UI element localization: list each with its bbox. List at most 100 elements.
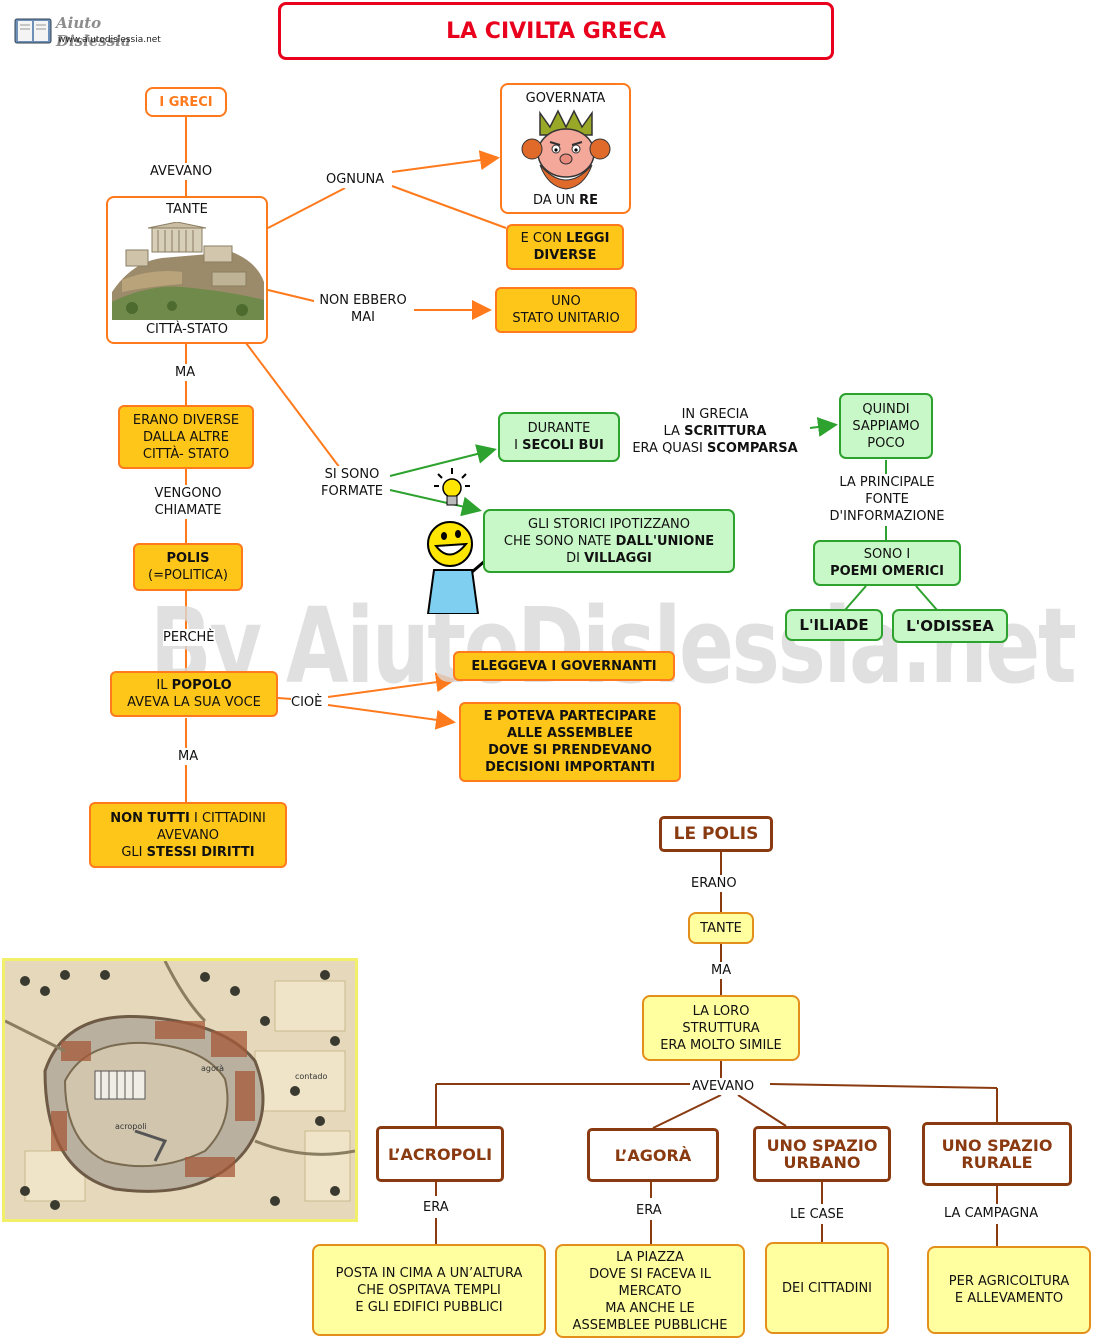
label-scrittura: IN GRECIA LA SCRITTURA ERA QUASI SCOMPAR…	[622, 406, 808, 457]
leggi-text: LEGGI	[566, 231, 610, 246]
poteva-line-2: ALLE ASSEMBLEE	[506, 726, 633, 741]
node-storici: GLI STORICI IPOTIZZANO CHE SONO NATE DAL…	[483, 509, 735, 573]
storici-line-3: DI VILLAGGI	[566, 550, 652, 567]
label-era-1: ERA	[423, 1199, 449, 1216]
label-era-2: ERA	[636, 1202, 662, 1219]
agora-desc-5: ASSEMBLEE PUBBLICHE	[572, 1317, 728, 1333]
node-le-polis: LE POLIS	[659, 816, 773, 852]
label-avevano-2: AVEVANO	[692, 1078, 755, 1095]
node-poemi-omerici: SONO I POEMI OMERICI	[813, 540, 961, 586]
node-polis: POLIS (=POLITICA)	[133, 543, 243, 591]
principale-line-1: LA PRINCIPALE	[839, 475, 935, 490]
il-text: IL	[156, 678, 172, 693]
si-sono-line: SI SONO	[324, 467, 380, 482]
scrittura-text: SCRITTURA	[684, 424, 767, 439]
da-un-text: DA UN	[532, 193, 580, 208]
label-avevano: AVEVANO	[150, 163, 213, 180]
label-cioe: CIOÈ	[291, 694, 323, 711]
node-rurale-desc: PER AGRICOLTURA E ALLEVAMENTO	[927, 1246, 1091, 1334]
stato-unitario-text: STATO UNITARIO	[512, 311, 620, 326]
principale-line-3: D'INFORMAZIONE	[829, 509, 945, 524]
sono-i-text: SONO I	[863, 547, 911, 562]
poteva-line-3: DOVE SI PRENDEVANO	[488, 743, 652, 758]
durante-text: DURANTE	[527, 421, 591, 436]
node-leggi-diverse: E CON LEGGI DIVERSE	[506, 224, 624, 270]
secoli-bui-line: I SECOLI BUI	[514, 437, 604, 454]
map-label-agora: agorà	[201, 1064, 224, 1073]
storici-2a-text: CHE SONO NATE	[503, 533, 616, 549]
polis-text: POLIS	[166, 551, 210, 566]
logo-title: Aiuto Dislessia	[56, 14, 131, 50]
label-ma-1: MA	[175, 364, 196, 381]
mai-line: MAI	[351, 310, 375, 325]
page-title: LA CIVILTA GRECA	[278, 2, 834, 60]
label-le-case: LE CASE	[790, 1206, 845, 1223]
erano-diverse-line-3: CITTÀ- STATO	[142, 446, 230, 462]
non-tutti-line-1: NON TUTTI I CITTADINI	[110, 810, 266, 827]
node-citta-stato-label: CITTÀ-STATO	[145, 322, 229, 337]
scrittura-line: LA SCRITTURA	[622, 423, 808, 440]
quindi-line-2: SAPPIAMO	[852, 418, 920, 434]
label-vengono-chiamate: VENGONO CHIAMATE	[148, 485, 228, 519]
book-icon	[14, 16, 52, 46]
gli-text: GLI	[121, 844, 147, 860]
poteva-line-4: DECISIONI IMPORTANTI	[485, 760, 655, 775]
acropoli-desc-2: CHE OSPITAVA TEMPLI	[357, 1282, 501, 1298]
agora-desc-3: MERCATO	[618, 1283, 682, 1299]
storici-line-1: GLI STORICI IPOTIZZANO	[528, 516, 690, 532]
site-logo[interactable]: Aiuto Dislessia www.aiutodislessia.net	[14, 14, 174, 50]
map-label-contado: contado	[295, 1072, 327, 1081]
node-sappiamo-poco: QUINDI SAPPIAMO POCO	[839, 393, 933, 459]
label-erano: ERANO	[691, 875, 737, 892]
node-erano-diverse: ERANO DIVERSE DALLA ALTRE CITTÀ- STATO	[118, 405, 254, 469]
node-acropoli: L’ACROPOLI	[376, 1126, 504, 1182]
storici-3a-text: DI	[566, 550, 585, 566]
urbano-line-1: UNO SPAZIO	[766, 1136, 878, 1155]
ancient-city-map: agorà acropoli contado	[2, 958, 358, 1222]
politica-text: (=POLITICA)	[148, 568, 228, 583]
diverse-text: DIVERSE	[533, 248, 597, 263]
rurale-desc-2: E ALLEVAMENTO	[954, 1291, 1064, 1306]
poteva-line-1: E POTEVA PARTECIPARE	[483, 709, 657, 724]
popolo-text: POPOLO	[171, 678, 232, 693]
node-stato-unitario: UNO STATO UNITARIO	[495, 287, 637, 333]
struttura-line-3: ERA MOLTO SIMILE	[660, 1037, 782, 1053]
node-popolo: IL POPOLO AVEVA LA SUA VOCE	[110, 671, 278, 717]
re-text: RE	[579, 193, 599, 208]
label-ma-3: MA	[711, 962, 732, 979]
storici-3b-text: VILLAGGI	[584, 550, 652, 566]
leggi-line-1: E CON LEGGI	[521, 230, 610, 247]
node-spazio-urbano: UNO SPAZIO URBANO	[753, 1126, 891, 1182]
storici-2b-text: DALL'UNIONE	[615, 533, 715, 549]
node-eleggeva: ELEGGEVA I GOVERNANTI	[453, 651, 675, 681]
scomparsa-line: ERA QUASI SCOMPARSA	[622, 440, 808, 457]
poemi-text: POEMI OMERICI	[830, 564, 944, 579]
node-odissea: L'ODISSEA	[892, 609, 1008, 643]
label-si-sono-formate: SI SONO FORMATE	[314, 466, 390, 500]
node-i-greci: I GRECI	[145, 87, 227, 117]
in-grecia-line: IN GRECIA	[681, 407, 749, 422]
vengono-line: VENGONO	[154, 486, 222, 501]
node-poteva-partecipare: E POTEVA PARTECIPARE ALLE ASSEMBLEE DOVE…	[459, 702, 681, 782]
governata-label: GOVERNATA	[525, 91, 606, 106]
node-agora: L’AGORÀ	[587, 1128, 719, 1182]
node-spazio-rurale: UNO SPAZIO RURALE	[922, 1122, 1072, 1186]
non-tutti-line-3: GLI STESSI DIRITTI	[121, 844, 254, 861]
quindi-line-1: QUINDI	[862, 401, 910, 417]
uno-text: UNO	[551, 294, 581, 309]
principale-line-2: FONTE	[865, 492, 909, 507]
label-ma-2: MA	[178, 748, 199, 765]
acropoli-desc-3: E GLI EDIFICI PUBBLICI	[355, 1299, 503, 1315]
logo-url: www.aiutodislessia.net	[58, 35, 161, 45]
agora-desc-1: LA PIAZZA	[616, 1249, 684, 1265]
quindi-line-3: POCO	[867, 435, 905, 451]
label-principale-fonte: LA PRINCIPALE FONTE D'INFORMAZIONE	[820, 474, 954, 525]
aveva-voce-text: AVEVA LA SUA VOCE	[127, 695, 261, 710]
erano-diverse-line-2: DALLA ALTRE	[142, 429, 230, 445]
lightbulb-icon	[432, 466, 472, 514]
watermark: By AiutoDislessia.net	[150, 585, 1077, 707]
map-label-acropoli: acropoli	[115, 1122, 147, 1131]
era-quasi-text: ERA QUASI	[632, 441, 707, 456]
formate-line: FORMATE	[321, 484, 383, 499]
node-iliade: L'ILIADE	[785, 609, 883, 641]
